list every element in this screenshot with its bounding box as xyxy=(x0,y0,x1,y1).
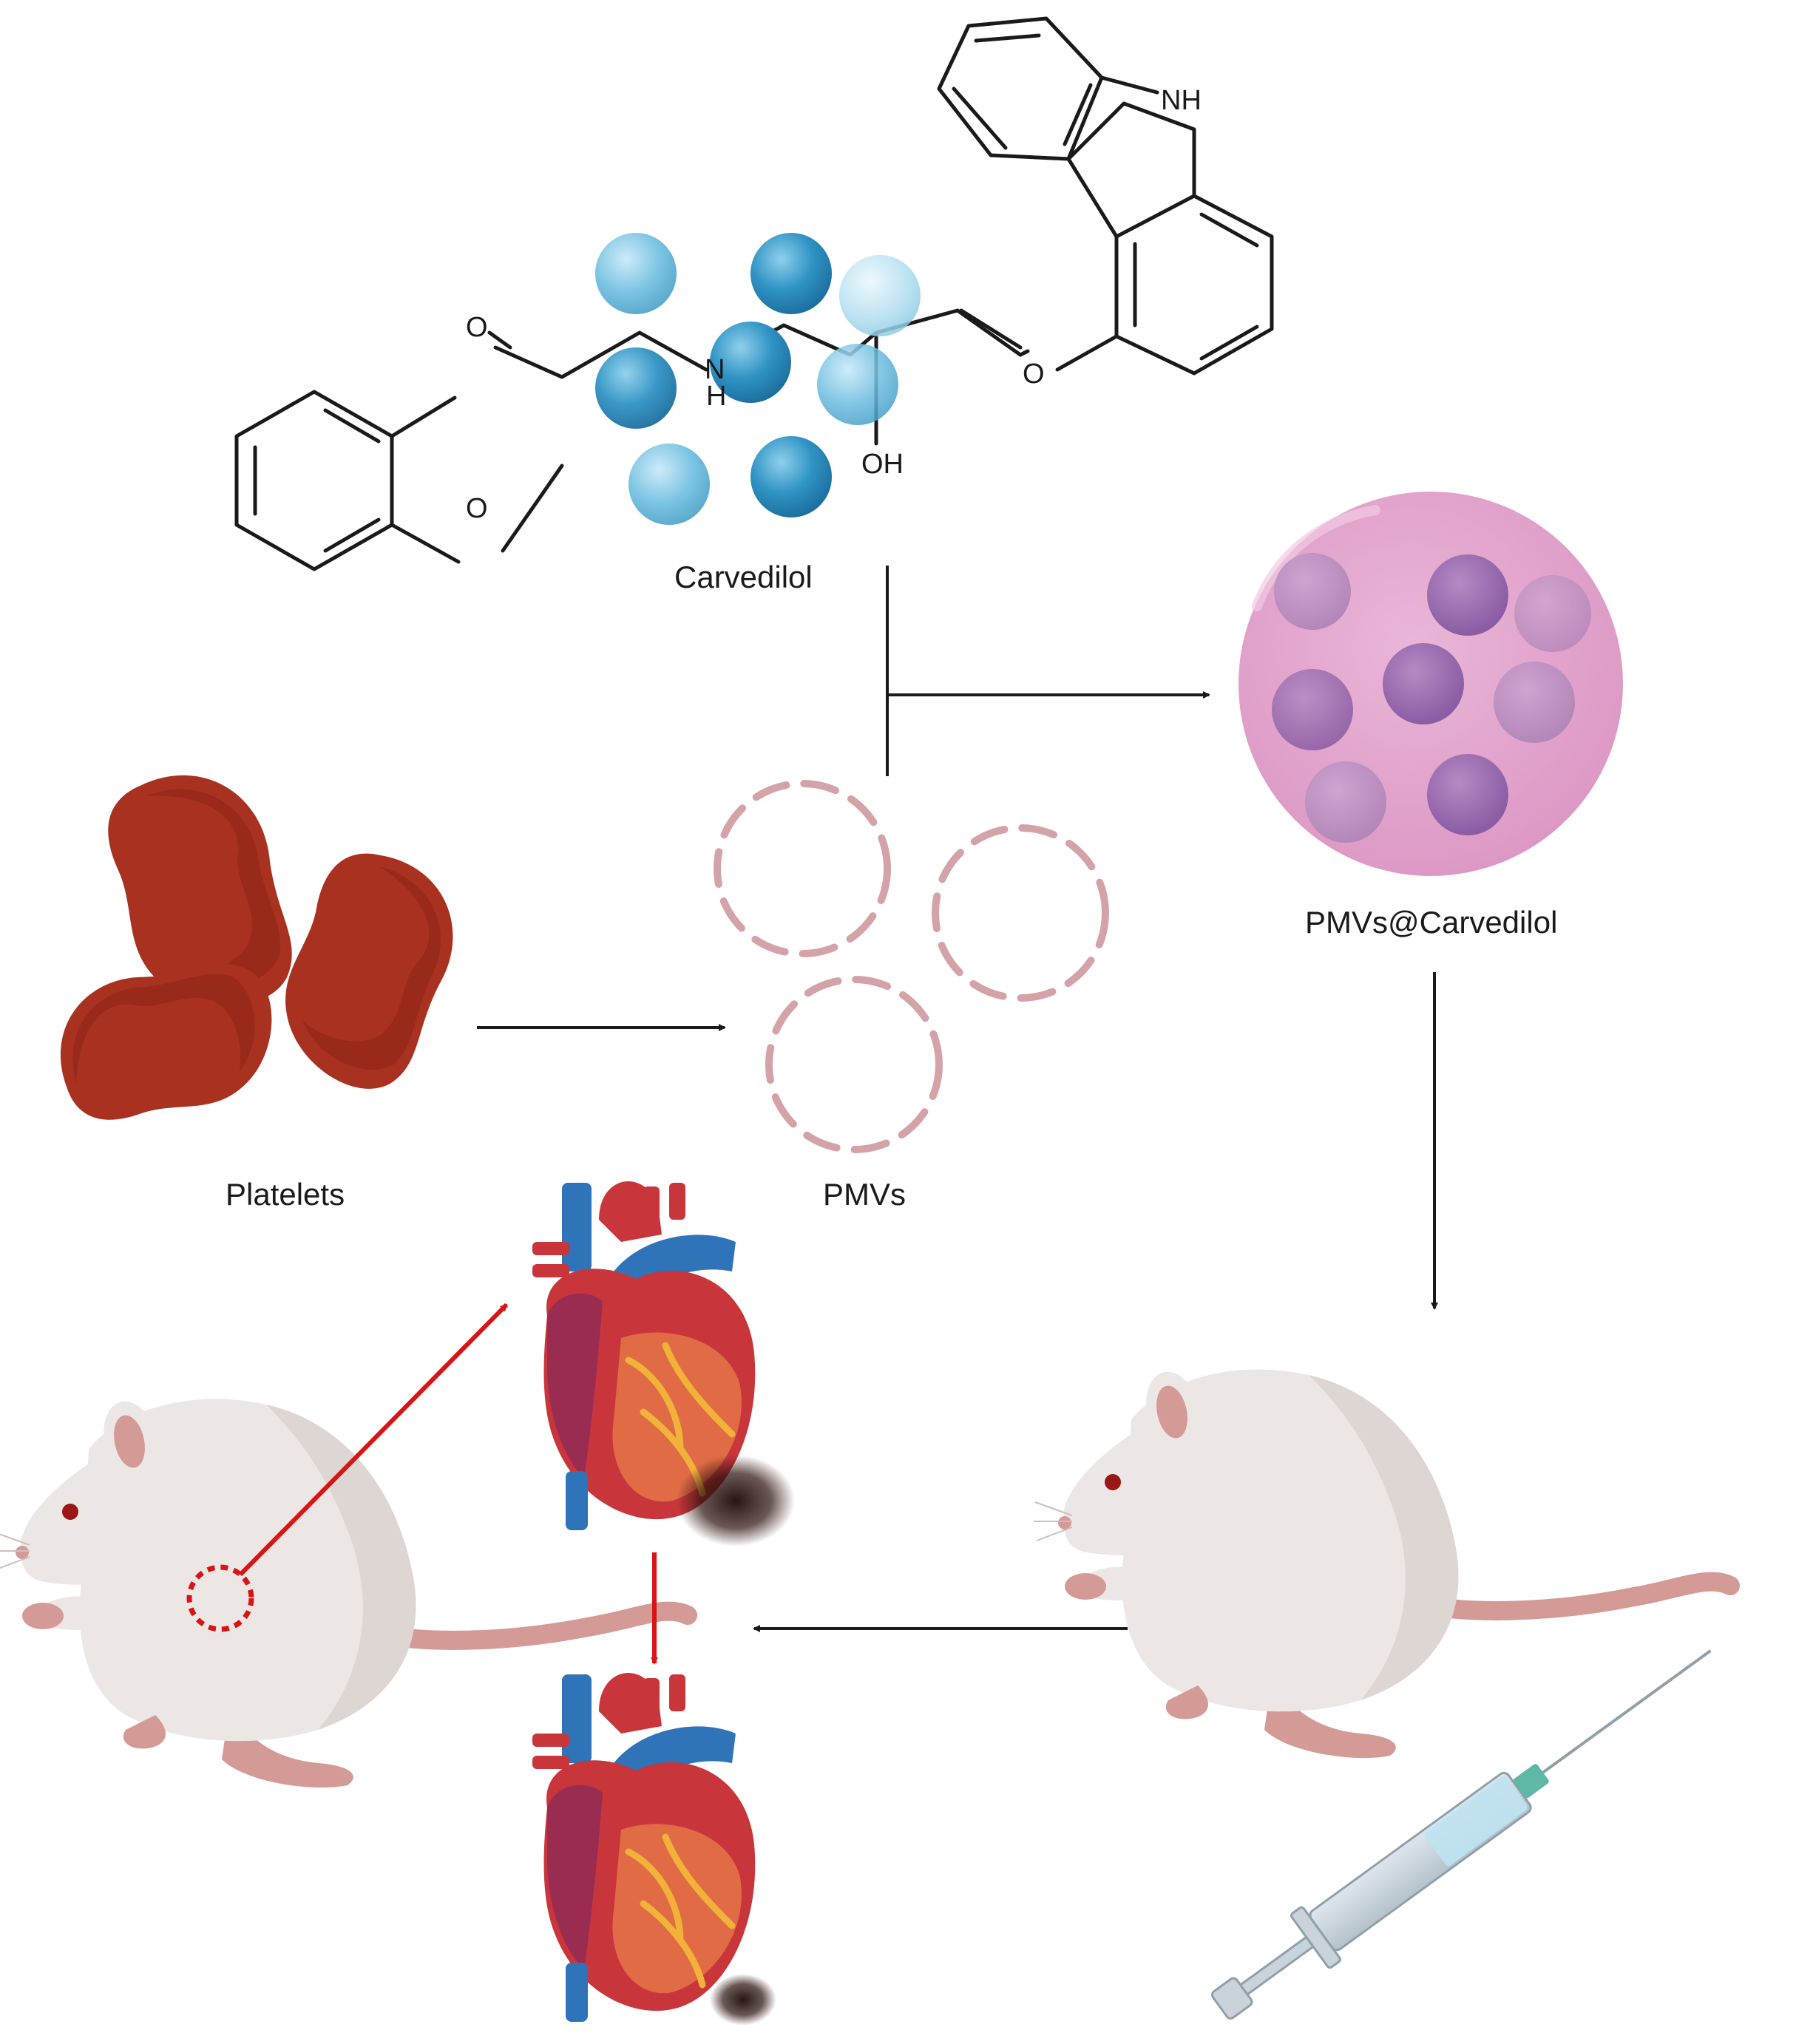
drug-core xyxy=(1427,754,1508,835)
drug-core xyxy=(1514,575,1591,652)
merge-connector xyxy=(886,566,1210,776)
drug-core xyxy=(1305,761,1386,843)
drug-sphere xyxy=(817,344,898,425)
atom-o-ether-right: O xyxy=(1023,359,1045,390)
vesicle xyxy=(714,780,891,957)
nanoparticle xyxy=(1238,492,1623,876)
atom-o-ether-left: O xyxy=(466,312,488,343)
atom-h-amine: H xyxy=(706,381,726,412)
platelet xyxy=(53,960,279,1124)
pmvs xyxy=(714,780,1109,1153)
drug-core xyxy=(1383,643,1464,724)
drug-core xyxy=(1427,554,1508,636)
heart-injured xyxy=(532,1181,795,1546)
arrow-red-to-heart xyxy=(238,1303,509,1577)
rat-treated xyxy=(1034,1367,1730,1758)
heart-treated xyxy=(532,1673,776,2026)
drug-sphere xyxy=(839,255,921,336)
drug-sphere xyxy=(595,347,677,429)
methoxyphenyl-ring xyxy=(234,330,708,571)
label-carvedilol: Carvedilol xyxy=(674,560,813,594)
drug-sphere xyxy=(595,233,677,314)
drug-sphere xyxy=(710,322,791,403)
label-platelets: Platelets xyxy=(226,1177,345,1212)
atom-o-methoxy: O xyxy=(466,493,488,524)
injury-circle xyxy=(186,1564,254,1632)
atom-labels: NH O O N H O OH xyxy=(466,85,1202,524)
drug-core xyxy=(1274,553,1351,630)
infarct-zone-small xyxy=(710,1974,776,2026)
vesicle xyxy=(932,824,1109,1002)
drug-core xyxy=(1272,669,1353,750)
atom-n-amine: N xyxy=(705,354,725,385)
syringe-icon xyxy=(1210,1649,1712,2020)
carbazole xyxy=(937,16,1274,376)
atom-oh: OH xyxy=(861,449,904,480)
infarct-zone xyxy=(677,1455,795,1546)
atom-nh-indole: NH xyxy=(1161,85,1202,116)
label-pmvs: PMVs xyxy=(823,1177,906,1212)
label-pmvs-carvedilol: PMVs@Carvedilol xyxy=(1305,905,1557,940)
vesicle xyxy=(765,976,943,1153)
drug-sphere xyxy=(628,444,710,525)
drug-spheres xyxy=(595,233,921,525)
drug-sphere xyxy=(750,233,832,314)
drug-core xyxy=(1494,662,1575,743)
drug-sphere xyxy=(750,436,832,517)
platelets xyxy=(53,760,486,1124)
